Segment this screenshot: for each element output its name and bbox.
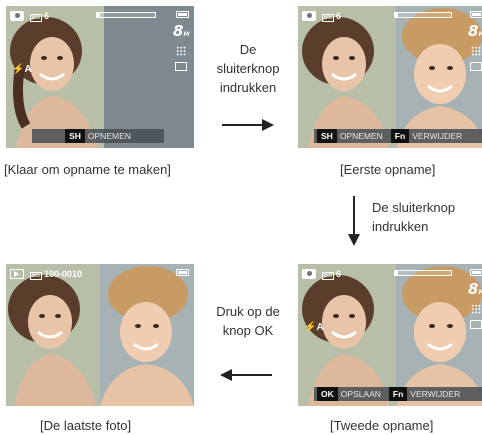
photo-girl [396, 6, 482, 148]
arrow-down-icon [348, 196, 360, 246]
softkey-label: OPNEMEN [87, 131, 131, 141]
sh-key: SH [65, 129, 85, 143]
camera-mode-icon [10, 11, 24, 21]
playback-icon [10, 269, 24, 279]
arrow-left-icon [220, 369, 272, 381]
caption-ready: [Klaar om opname te maken] [4, 162, 171, 177]
instruction-step1: De sluiterknop indrukken [216, 42, 280, 95]
photo-woman [6, 264, 100, 406]
battery-icon [470, 11, 482, 18]
arrow-right-icon [222, 119, 274, 131]
progress-bar [394, 12, 452, 18]
softkey-bar: SH OPNEMEN [32, 129, 164, 143]
ok-key: OK [317, 387, 338, 401]
metering-icon [470, 320, 482, 329]
photo-woman [298, 6, 396, 148]
quality-icon [471, 304, 481, 314]
progress-bar [96, 12, 156, 18]
softkey-bar: SH OPNEMEN Fn VERWIJDER [314, 129, 482, 143]
empty-frame [104, 6, 194, 148]
sh-key: SH [317, 129, 337, 143]
instruction-step3: Druk op de knop OK [216, 304, 280, 338]
photo-girl [100, 264, 194, 406]
fn-key: Fn [388, 387, 408, 401]
photo-woman [6, 6, 104, 148]
image-size-icon: 8M [173, 22, 190, 40]
caption-first-shot: [Eerste opname] [340, 162, 436, 177]
progress-bar [394, 270, 452, 276]
battery-icon [470, 269, 482, 276]
flash-auto-icon: ⚡A [12, 64, 32, 75]
battery-icon [176, 269, 189, 276]
softkey-label: VERWIJDER [410, 389, 461, 399]
instruction-step2: De sluiterknop indrukken [372, 200, 456, 234]
metering-icon [470, 62, 482, 71]
flash-auto-icon: ⚡A [304, 322, 324, 333]
softkey-label: OPSLAAN [340, 389, 381, 399]
image-size-icon: 8M [468, 280, 482, 298]
screen-second-shot: BS6 8M ⚡A OK OPSLAAN Fn VERWIJDER [298, 264, 482, 406]
quality-icon [471, 46, 481, 56]
caption-second-shot: [Tweede opname] [330, 418, 434, 433]
image-size-icon: 8M [468, 22, 482, 40]
softkey-bar: OK OPSLAAN Fn VERWIJDER [314, 387, 482, 401]
photo-woman [298, 264, 396, 406]
softkey-label: VERWIJDER [412, 131, 463, 141]
quality-icon [176, 46, 186, 56]
caption-last-photo: [De laatste foto] [40, 418, 132, 433]
camera-mode-icon [302, 11, 316, 21]
battery-icon [176, 11, 189, 18]
camera-mode-icon [302, 269, 316, 279]
screen-first-shot: BS6 8M SH OPNEMEN Fn VERWIJDER [298, 6, 482, 148]
metering-icon [175, 62, 187, 71]
softkey-label: OPNEMEN [339, 131, 383, 141]
fn-key: Fn [390, 129, 410, 143]
